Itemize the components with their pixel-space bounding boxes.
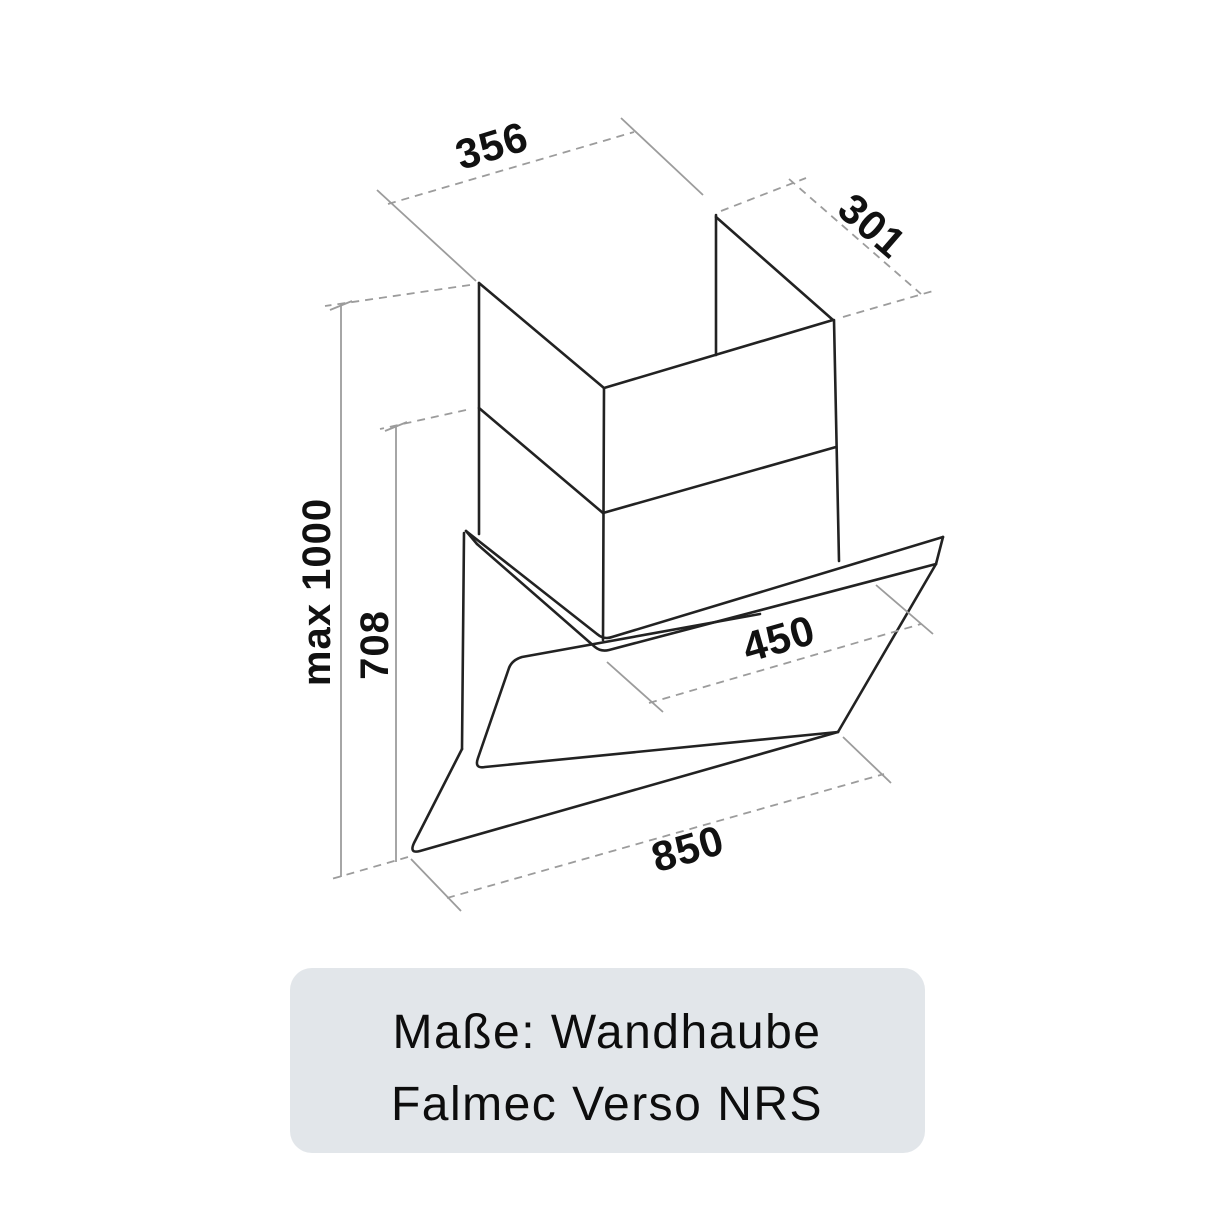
hood-back-left-edge [460, 531, 466, 751]
hood-rim-outer-edge [464, 529, 945, 640]
caption-background [290, 968, 925, 1153]
chimney-left-top-edge [477, 281, 606, 390]
dim-301-line [788, 178, 922, 295]
glass-right-edge [836, 562, 938, 734]
hood-rim-right-cap [934, 535, 945, 566]
dim-label-850: 850 [646, 816, 729, 881]
caption-line-2: Falmec Verso NRS [391, 1078, 823, 1131]
chimney-right-top-edge [602, 318, 835, 390]
dim-708-tick-top [384, 421, 408, 432]
dimension-lines [324, 117, 934, 912]
hood-object-lines [411, 213, 945, 853]
chimney-right-seam [601, 445, 838, 515]
chimney-back-top-edge [714, 215, 835, 322]
dim-850-extension-left [410, 858, 462, 912]
dim-max1000-extension-top [324, 284, 471, 307]
dim-label-708: 708 [353, 610, 397, 680]
dim-label-301: 301 [829, 184, 915, 267]
dim-450-extension-left [606, 661, 664, 713]
dim-450-extension-right [875, 584, 934, 635]
hood-underside-outline [475, 612, 840, 769]
dim-450-line [648, 623, 922, 704]
dim-356-extension-left [376, 189, 477, 282]
dim-301-extension-right [842, 290, 934, 318]
dim-356-extension-right [620, 117, 704, 196]
caption-box: Maße: Wandhaube Falmec Verso NRS [290, 968, 925, 1153]
hood-rim-left-cap [464, 529, 479, 546]
dim-850-extension-right [842, 736, 892, 784]
dim-label-max-1000: max 1000 [295, 498, 339, 686]
dim-850-line [446, 773, 885, 899]
dim-max1000-tick-top [329, 300, 353, 311]
dim-label-356: 356 [450, 112, 534, 178]
dim-356-line [387, 131, 635, 205]
chimney-right-rear-edge [832, 318, 841, 563]
chimney-left-seam [477, 406, 605, 515]
hood-rim-inner-edge [475, 542, 938, 652]
dim-301-extension-left [720, 177, 807, 212]
glass-left-edge [411, 730, 840, 853]
dim-708-extension-top [379, 409, 467, 430]
dimension-labels: 356 301 max 1000 708 450 850 [295, 112, 915, 881]
caption-line-1: Maße: Wandhaube [393, 1006, 822, 1059]
